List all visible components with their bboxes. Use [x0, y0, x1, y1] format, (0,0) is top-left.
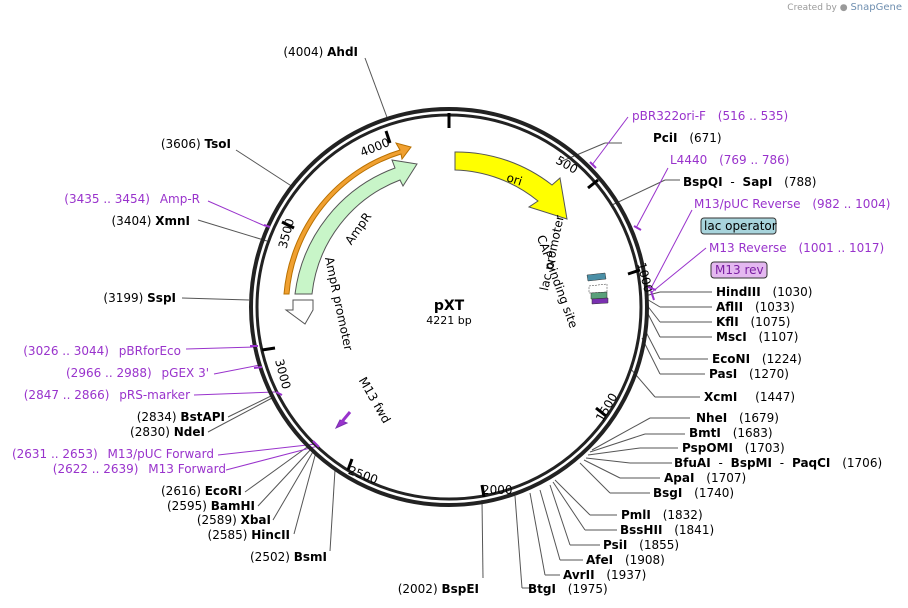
site-markers: [250, 161, 657, 448]
enzyme-label[interactable]: (3404) XmnI: [112, 214, 191, 228]
amp-r-feature[interactable]: [294, 159, 418, 295]
enzyme-label[interactable]: AfeI (1908): [586, 553, 665, 567]
feature-label[interactable]: (2631 .. 2653) M13/pUC Forward: [12, 447, 214, 461]
enzyme-label[interactable]: (2589) XbaI: [197, 513, 271, 527]
enzyme-label[interactable]: AvrII (1937): [563, 568, 646, 582]
amp-promoter-feature[interactable]: [284, 299, 314, 325]
feature-labels-left: (3435 .. 3454) Amp-R (3026 .. 3044) pBRf…: [12, 192, 226, 476]
watermark-brand: SnapGene: [850, 2, 902, 13]
enzyme-label[interactable]: BmtI (1683): [689, 426, 773, 440]
tick-label: 3500: [276, 217, 297, 250]
lac-operator-box[interactable]: [700, 217, 777, 235]
plasmid-name: pXT: [434, 298, 465, 314]
amp-promoter-label: AmpR promoter: [322, 256, 356, 352]
enzyme-label[interactable]: NheI (1679): [696, 411, 779, 425]
enzyme-label[interactable]: (2616) EcoRI: [161, 484, 242, 498]
enzyme-labels-right: PciI (671) BspQI - SapI (788) HindIII (1…: [528, 131, 882, 596]
tick-marks: [261, 113, 641, 498]
feature-labels-right: pBR322ori-F (516 .. 535) L4440 (769 .. 7…: [632, 109, 890, 211]
feature-label[interactable]: (3435 .. 3454) Amp-R: [64, 192, 200, 206]
ori-feature[interactable]: [454, 151, 568, 220]
feature-label[interactable]: (3026 .. 3044) pBRforEco: [23, 344, 181, 358]
enzyme-label[interactable]: PciI (671): [653, 131, 722, 145]
enzyme-label[interactable]: AflII (1033): [716, 300, 795, 314]
enzyme-label[interactable]: PsiI (1855): [603, 538, 679, 552]
ori-label: ori: [505, 170, 524, 188]
enzyme-label[interactable]: (2834) BstAPI: [137, 410, 225, 424]
enzyme-label[interactable]: (3606) TsoI: [161, 137, 231, 151]
m13-rev-label: M13 rev: [715, 263, 764, 277]
enzyme-label[interactable]: EcoNI (1224): [712, 352, 802, 366]
enzyme-label[interactable]: BsgI (1740): [653, 486, 734, 500]
enzyme-label[interactable]: (2595) BamHI: [167, 499, 255, 513]
enzyme-label[interactable]: (2830) NdeI: [130, 425, 205, 439]
enzyme-label[interactable]: (2502) BsmI: [250, 550, 327, 564]
enzyme-label[interactable]: HindIII (1030): [716, 285, 812, 299]
feature-label[interactable]: L4440 (769 .. 786): [670, 153, 790, 167]
m13-fwd-label: M13 fwd: [356, 375, 394, 426]
enzyme-label[interactable]: (4004) AhdI: [283, 45, 358, 59]
feature-leader-lines: [185, 116, 707, 471]
m13-rev-box[interactable]: [710, 261, 768, 279]
enzyme-label[interactable]: XcmI (1447): [704, 390, 795, 404]
feature-label[interactable]: (2622 .. 2639) M13 Forward: [53, 462, 226, 476]
feature-label[interactable]: M13 Reverse (1001 .. 1017): [709, 241, 884, 255]
enzyme-labels-left: (4004) AhdI (3606) TsoI (3404) XmnI (319…: [103, 45, 479, 596]
lac-region[interactable]: [586, 272, 609, 305]
feature-label[interactable]: (2966 .. 2988) pGEX 3': [66, 366, 209, 380]
plasmid-length: 4221 bp: [426, 314, 471, 327]
enzyme-label[interactable]: (3199) SspI: [103, 291, 176, 305]
enzyme-label[interactable]: KflI (1075): [716, 315, 790, 329]
enzyme-label[interactable]: BfuAI - BspMI - PaqCI (1706): [674, 456, 882, 470]
backbone-outer: [249, 107, 649, 507]
enzyme-label[interactable]: (2002) BspEI: [398, 582, 479, 596]
enzyme-label[interactable]: ApaI (1707): [664, 471, 746, 485]
enzyme-label[interactable]: PmlI (1832): [621, 508, 703, 522]
enzyme-label[interactable]: PasI (1270): [709, 367, 789, 381]
snapgene-logo-icon: ●: [839, 3, 848, 13]
lac-operator-label: lac operator: [704, 219, 777, 233]
amp-outline: [283, 142, 412, 295]
enzyme-label[interactable]: PspOMI (1703): [682, 441, 785, 455]
watermark-prefix: Created by: [787, 3, 837, 13]
enzyme-label[interactable]: BssHII (1841): [620, 523, 714, 537]
snapgene-watermark: Created by ● SnapGene: [787, 2, 902, 13]
feature-label[interactable]: pBR322ori-F (516 .. 535): [632, 109, 788, 123]
enzyme-label[interactable]: (2585) HincII: [208, 528, 290, 542]
enzyme-label[interactable]: MscI (1107): [716, 330, 798, 344]
enzyme-label[interactable]: BspQI - SapI (788): [683, 175, 816, 189]
enzyme-label[interactable]: BtgI (1975): [528, 582, 608, 596]
feature-label[interactable]: (2847 .. 2866) pRS-marker: [24, 388, 190, 402]
feature-label[interactable]: M13/pUC Reverse (982 .. 1004): [694, 197, 890, 211]
tick-label: 2000: [482, 483, 513, 497]
m13-fwd-bar: [338, 411, 352, 425]
